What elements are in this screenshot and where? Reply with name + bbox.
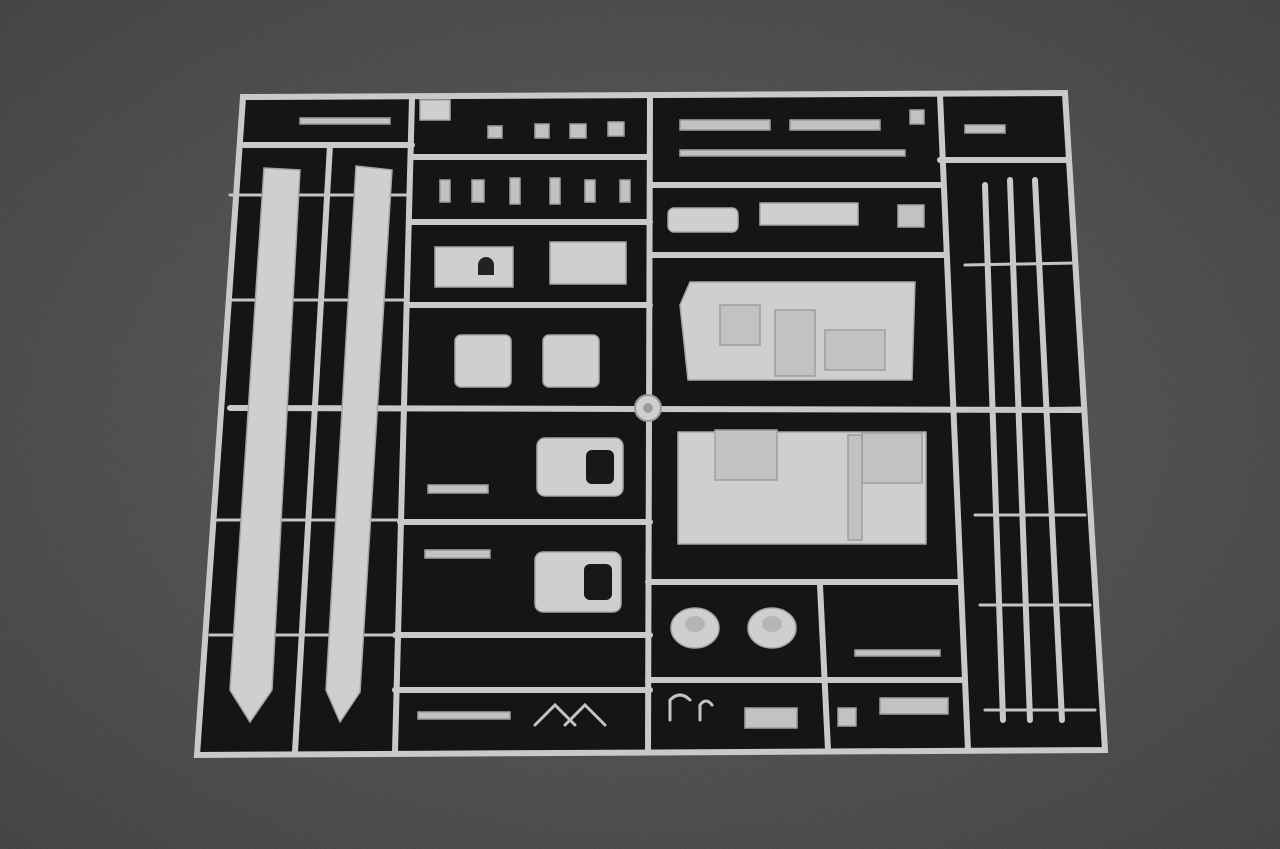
hatch-panel-part	[434, 246, 514, 288]
bracket-part-right	[542, 334, 600, 388]
long-rail-part-left	[229, 167, 301, 724]
panel-part	[549, 241, 627, 285]
small-parts-top	[299, 109, 1006, 205]
bracket-part-left	[454, 334, 512, 388]
small-panel-part	[667, 207, 739, 233]
strip-part	[759, 202, 859, 226]
road-wheel-parts	[670, 607, 797, 649]
small-parts-bottom	[417, 649, 949, 729]
sprue-frame	[193, 89, 1109, 759]
long-rail-part-right	[325, 165, 393, 724]
sprue-tag	[419, 99, 451, 121]
